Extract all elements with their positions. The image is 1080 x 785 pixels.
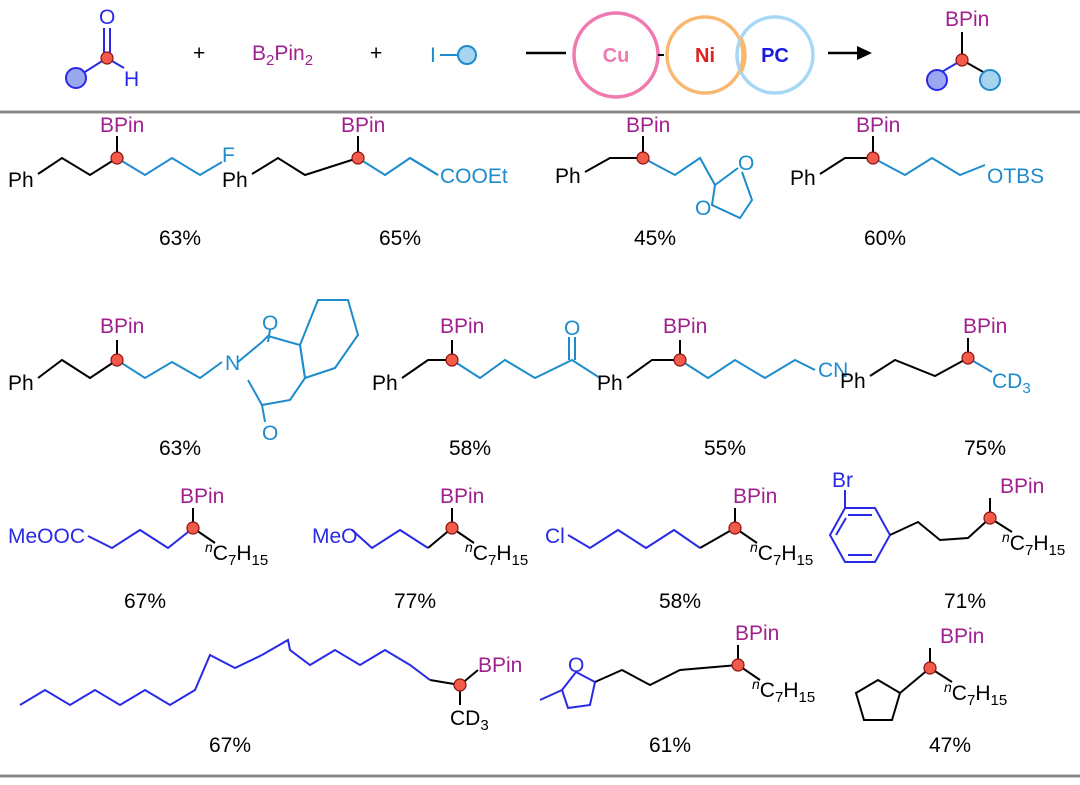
svg-text:BPin: BPin xyxy=(626,114,670,137)
compound-13: BPin CD3 67% xyxy=(19,638,522,757)
compound-1: Ph BPin F 63% xyxy=(8,114,235,250)
yield-label: 45% xyxy=(634,227,676,250)
compound-15: BPin nC7H15 47% xyxy=(854,625,1007,757)
svg-text:BPin: BPin xyxy=(963,315,1007,338)
svg-text:O: O xyxy=(738,152,754,175)
svg-text:BPin: BPin xyxy=(180,485,224,508)
iodide-label: I xyxy=(430,44,436,67)
svg-text:O: O xyxy=(262,422,278,445)
svg-text:CN: CN xyxy=(818,359,848,382)
svg-text:nC7H15: nC7H15 xyxy=(752,676,815,706)
yield-label: 75% xyxy=(964,437,1006,460)
yield-label: 60% xyxy=(864,227,906,250)
svg-text:BPin: BPin xyxy=(440,485,484,508)
svg-text:Ph: Ph xyxy=(8,169,34,192)
alkyl-iodide-reactant: I xyxy=(430,44,477,67)
svg-text:BPin: BPin xyxy=(478,654,522,677)
svg-text:Cl: Cl xyxy=(545,525,565,548)
cu-label: Cu xyxy=(603,45,630,67)
svg-text:COOEt: COOEt xyxy=(440,165,508,188)
svg-text:BPin: BPin xyxy=(663,315,707,338)
reaction-arrow-icon xyxy=(828,46,872,60)
svg-text:O: O xyxy=(568,654,584,677)
svg-text:Ph: Ph xyxy=(222,169,248,192)
yield-label: 67% xyxy=(209,734,251,757)
svg-text:O: O xyxy=(564,317,580,340)
photocatalyst-ring xyxy=(735,15,815,95)
svg-text:BPin: BPin xyxy=(733,485,777,508)
svg-text:BPin: BPin xyxy=(100,114,144,137)
compound-3: Ph BPin O O 45% xyxy=(555,114,754,250)
yield-label: 55% xyxy=(704,437,746,460)
svg-text:MeOOC: MeOOC xyxy=(8,525,85,548)
svg-text:Ph: Ph xyxy=(840,370,866,393)
yield-label: 77% xyxy=(394,590,436,613)
svg-text:BPin: BPin xyxy=(440,315,484,338)
yield-label: 65% xyxy=(379,227,421,250)
compound-12: Br BPin nC7H15 71% xyxy=(828,469,1065,613)
svg-text:N: N xyxy=(225,352,240,375)
plus-sign: + xyxy=(193,42,205,65)
compound-14: O BPin nC7H15 61% xyxy=(539,622,815,757)
svg-text:nC7H15: nC7H15 xyxy=(750,539,813,569)
svg-text:BPin: BPin xyxy=(735,622,779,645)
aldehyde-reactant: O H xyxy=(65,6,139,91)
plus-sign: + xyxy=(370,42,382,65)
yield-label: 63% xyxy=(159,437,201,460)
svg-text:O: O xyxy=(262,312,278,335)
compound-7: Ph BPin CN 55% xyxy=(597,315,848,460)
compound-2: Ph BPin COOEt 65% xyxy=(222,114,508,250)
substituent-circle-icon xyxy=(457,45,477,65)
svg-text:Ph: Ph xyxy=(8,372,34,395)
catalyst-system: Cu Ni PC xyxy=(572,11,815,99)
svg-text:Ph: Ph xyxy=(790,167,816,190)
compound-9: MeOOC BPin nC7H15 67% xyxy=(8,485,268,613)
compound-6: Ph BPin O 58% xyxy=(372,315,601,460)
general-product: BPin xyxy=(926,8,1001,91)
compound-4: Ph BPin OTBS 60% xyxy=(790,114,1044,250)
svg-text:BPin: BPin xyxy=(341,114,385,137)
svg-text:BPin: BPin xyxy=(856,114,900,137)
svg-text:BPin: BPin xyxy=(1000,475,1044,498)
substituent-circle-icon xyxy=(926,69,948,91)
svg-text:CD3: CD3 xyxy=(450,707,489,734)
oxygen-label: O xyxy=(99,6,115,29)
compound-11: Cl BPin nC7H15 58% xyxy=(545,485,813,613)
svg-text:nC7H15: nC7H15 xyxy=(944,679,1007,709)
substituent-circle-icon xyxy=(979,69,1001,91)
substituent-circle-icon xyxy=(65,67,87,89)
svg-text:BPin: BPin xyxy=(100,315,144,338)
svg-text:F: F xyxy=(222,144,235,167)
reactive-carbon-marker xyxy=(100,51,114,65)
svg-text:Ph: Ph xyxy=(372,372,398,395)
svg-text:Br: Br xyxy=(832,469,853,492)
svg-text:BPin: BPin xyxy=(940,625,984,648)
svg-text:Ph: Ph xyxy=(597,372,623,395)
yield-label: 63% xyxy=(159,227,201,250)
svg-text:nC7H15: nC7H15 xyxy=(1002,529,1065,559)
compound-8: Ph BPin CD3 75% xyxy=(840,315,1031,460)
yield-label: 71% xyxy=(944,590,986,613)
yield-label: 47% xyxy=(929,734,971,757)
yield-label: 61% xyxy=(649,734,691,757)
svg-text:O: O xyxy=(695,197,711,220)
compound-10: MeO BPin nC7H15 77% xyxy=(312,485,528,613)
diboron-reagent: B2Pin2 xyxy=(252,42,313,69)
svg-text:nC7H15: nC7H15 xyxy=(205,539,268,569)
ni-catalyst-ring xyxy=(665,15,745,95)
compound-5: Ph BPin N O O 63% xyxy=(8,299,360,460)
svg-text:CD3: CD3 xyxy=(992,370,1031,397)
svg-text:nC7H15: nC7H15 xyxy=(465,539,528,569)
svg-text:MeO: MeO xyxy=(312,525,358,548)
ni-label: Ni xyxy=(695,45,715,67)
yield-label: 58% xyxy=(659,590,701,613)
bpin-label: BPin xyxy=(945,8,989,31)
svg-text:OTBS: OTBS xyxy=(987,165,1044,188)
yield-label: 58% xyxy=(449,437,491,460)
svg-text:Ph: Ph xyxy=(555,165,581,188)
yield-label: 67% xyxy=(124,590,166,613)
pc-label: PC xyxy=(761,45,789,67)
hydrogen-label: H xyxy=(124,68,139,91)
